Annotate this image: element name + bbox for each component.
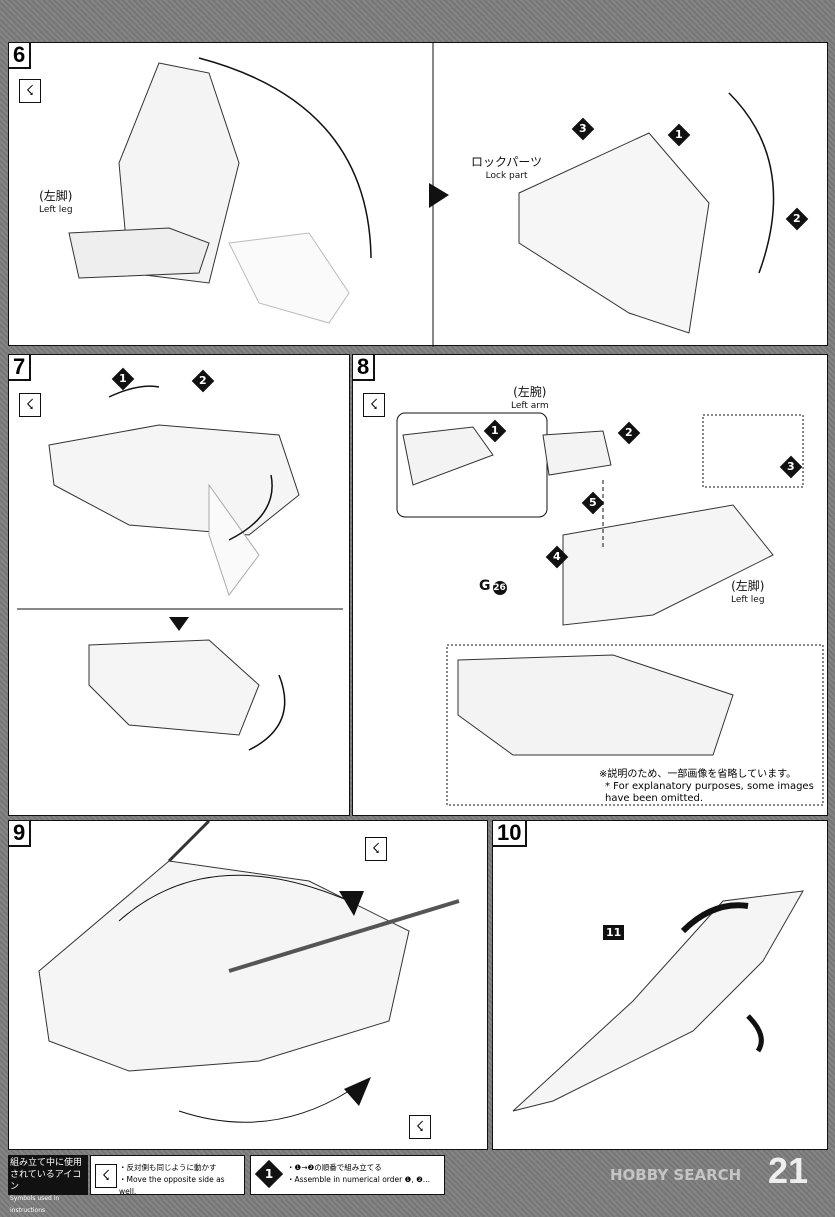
numbered-diamond-icon: 1 — [254, 1159, 284, 1189]
mirror-move-icon: ☇ — [363, 393, 385, 417]
part-number: 26 — [492, 581, 507, 595]
mirror-jp: ・反対側も同じように動かす — [119, 1163, 217, 1172]
marker-text: 1 — [119, 372, 127, 385]
marker-text: 2 — [199, 374, 207, 387]
watermark: HOBBY SEARCH — [610, 1166, 742, 1184]
omission-note: ※説明のため、一部画像を省略しています。 * For explanatory p… — [599, 769, 829, 805]
step-number: 8 — [353, 355, 376, 381]
legend-title: 組み立て中に使用されているアイコン Symbols used in instru… — [8, 1155, 88, 1214]
label-jp: (左脚) — [731, 579, 765, 593]
step-10-illustration — [512, 890, 804, 1112]
left-leg-label: (左脚) Left leg — [731, 579, 765, 607]
order-icon-text: 1 — [264, 1167, 274, 1181]
label-en: Left arm — [511, 401, 549, 411]
label-jp: (左腕) — [513, 385, 547, 399]
mirror-move-icon: ☇ — [95, 1164, 117, 1188]
marker-text: 1 — [491, 424, 499, 437]
mirror-move-icon: ☇ — [409, 1115, 431, 1139]
left-arm-label: (左腕) Left arm — [511, 385, 549, 413]
step-number: 10 — [493, 821, 528, 847]
step-number: 6 — [9, 43, 32, 69]
legend-title-en: Symbols used in instructions — [10, 1195, 60, 1214]
label-jp: (左脚) — [39, 189, 73, 203]
part-code: G — [479, 578, 491, 594]
marker-text: 5 — [589, 496, 597, 509]
step-8-illustration — [396, 412, 824, 806]
step-6-panel: 6 ☇ (左脚) Left leg ロックパーツ Lock part 3 1 2 — [8, 42, 828, 347]
marker-text: 3 — [787, 460, 795, 473]
step-9-illustration — [38, 821, 460, 1123]
label-en: Left leg — [731, 595, 765, 605]
marker-text: 4 — [553, 550, 561, 563]
page-number: 21 — [768, 1150, 809, 1191]
label-en: Left leg — [39, 205, 73, 215]
step-7-illustration — [17, 385, 343, 751]
marker-text: 2 — [793, 212, 801, 225]
step-9-panel: 9 ☇ ☇ — [8, 820, 488, 1150]
note-jp: ※説明のため、一部画像を省略しています。 — [599, 769, 797, 780]
marker-text: 3 — [579, 122, 587, 135]
step-6-illustration — [68, 43, 775, 347]
step-number: 9 — [9, 821, 32, 847]
step-7-panel: 7 ☇ 1 2 — [8, 354, 350, 816]
label-jp: ロックパーツ — [471, 155, 543, 169]
marker-text: 2 — [625, 426, 633, 439]
legend-title-jp: 組み立て中に使用されているアイコン — [10, 1158, 83, 1192]
part-11-label: 11 — [603, 925, 625, 940]
label-en: Lock part — [485, 171, 528, 181]
mirror-move-icon: ☇ — [365, 837, 387, 861]
step-10-panel: 10 11 — [492, 820, 828, 1150]
step-number: 7 — [9, 355, 32, 381]
lock-part-label: ロックパーツ Lock part — [471, 155, 542, 183]
mirror-move-icon: ☇ — [19, 393, 41, 417]
marker-text: 1 — [675, 128, 683, 141]
mirror-move-icon: ☇ — [19, 79, 41, 103]
order-en: ・Assemble in numerical order ❶, ❷... — [287, 1175, 430, 1184]
mirror-en: ・Move the opposite side as well. — [119, 1175, 225, 1196]
order-jp: ・❶→❷の順番で組み立てる — [287, 1163, 382, 1172]
legend-order: 1 ・❶→❷の順番で組み立てる ・Assemble in numerical o… — [250, 1155, 445, 1195]
legend-mirror: ☇ ・反対側も同じように動かす ・Move the opposite side … — [90, 1155, 245, 1196]
left-leg-label: (左脚) Left leg — [39, 189, 73, 217]
note-en: * For explanatory purposes, some images … — [605, 781, 814, 804]
